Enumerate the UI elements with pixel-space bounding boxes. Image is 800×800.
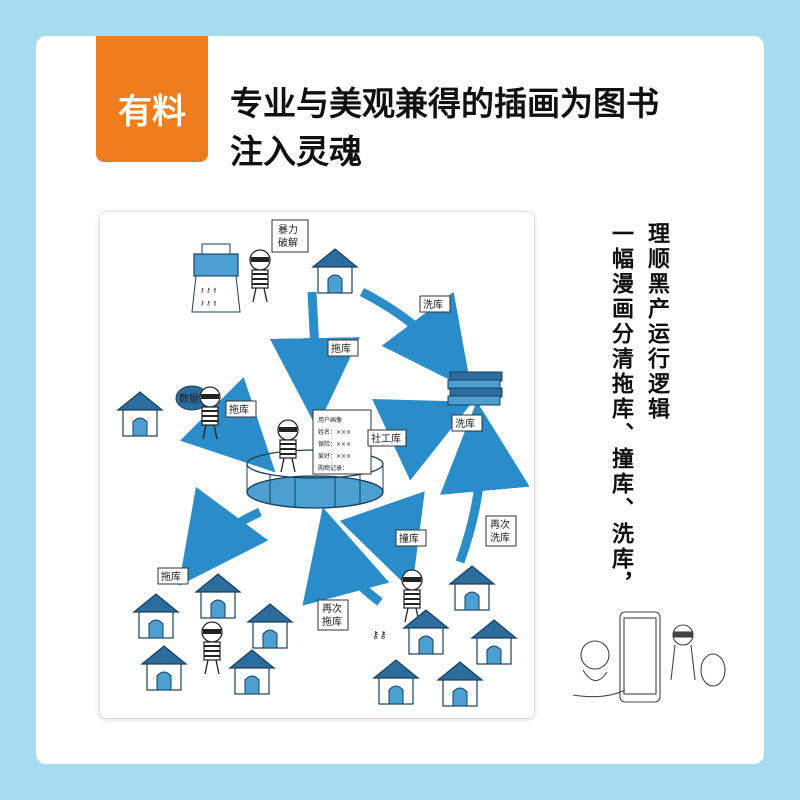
arrow-house-to-wash bbox=[359, 288, 472, 391]
headline-line-2: 注入灵魂 bbox=[230, 132, 362, 171]
category-tag-label: 有料 bbox=[118, 91, 186, 132]
arrow-collide-to-wash bbox=[440, 401, 530, 564]
thief-bottom-left bbox=[201, 621, 223, 675]
label-social-db: 社工库 bbox=[371, 432, 401, 445]
profile-hobby: 爱好：××× bbox=[318, 452, 351, 460]
label-drag-left: 拖库 bbox=[229, 403, 249, 416]
label-wash-right: 洗库 bbox=[455, 417, 475, 430]
washed-data-stack bbox=[447, 371, 503, 406]
label-data-bag: 数据 bbox=[179, 392, 199, 405]
thief-central bbox=[277, 419, 299, 473]
label-collide: 撞库 bbox=[399, 532, 419, 545]
house-top bbox=[312, 248, 358, 294]
svg-text:⚷ ⚷ ⚷: ⚷ ⚷ ⚷ bbox=[200, 300, 217, 307]
house-bl-5 bbox=[229, 649, 275, 695]
profile-name: 姓名：××× bbox=[318, 428, 351, 436]
house-left bbox=[117, 391, 163, 437]
data-flow-illustration: ⚷ ⚷ ⚷ ⚷ ⚷ ⚷ 暴力 破解 拖库 洗库 洗库 数据 bbox=[117, 219, 530, 707]
label-re-drag-1: 再次 bbox=[322, 602, 342, 615]
category-tag: 有料 bbox=[96, 36, 208, 162]
label-brute-force: 暴力 破解 bbox=[271, 219, 309, 253]
profile-insurance: 保险：××× bbox=[318, 440, 351, 448]
house-br-1 bbox=[449, 565, 495, 611]
house-bl-3 bbox=[247, 603, 293, 649]
side-text-column-1: 理顺黑产运行逻辑 bbox=[644, 222, 669, 422]
headline: 专业与美观兼得的插画为图书 注入灵魂 bbox=[230, 80, 750, 176]
keys-icon: ⚷⚷ bbox=[372, 630, 387, 641]
house-br-3 bbox=[471, 619, 517, 665]
sketch-decoration bbox=[572, 611, 726, 703]
profile-purchase: 购物记录： bbox=[318, 464, 348, 472]
thief-collide bbox=[401, 569, 423, 623]
arrow-house-to-server bbox=[269, 291, 360, 428]
house-br-5 bbox=[437, 661, 483, 707]
headline-line-1: 专业与美观兼得的插画为图书 bbox=[230, 84, 659, 123]
side-text-column-2: 一幅漫画分清拖库、撞库、洗库， bbox=[608, 222, 633, 597]
house-bl-1 bbox=[195, 573, 241, 619]
key-printer: ⚷ ⚷ ⚷ ⚷ ⚷ ⚷ bbox=[191, 243, 241, 313]
user-profile-scroll: 用户画像 姓名：××× 保险：××× 爱好：××× 购物记录： bbox=[312, 409, 372, 475]
house-bl-4 bbox=[141, 645, 187, 691]
label-re-drag-2: 拖库 bbox=[322, 615, 342, 628]
house-bl-2 bbox=[133, 593, 179, 639]
label-wash-top: 洗库 bbox=[423, 298, 443, 311]
house-br-4 bbox=[373, 659, 419, 705]
arrow-server-to-bottom-left bbox=[178, 486, 269, 586]
arrow-left-to-server bbox=[179, 376, 276, 473]
label-drag-top: 拖库 bbox=[331, 342, 351, 355]
label-brute-force-2: 破解 bbox=[278, 236, 298, 249]
profile-title: 用户画像 bbox=[318, 416, 342, 424]
label-brute-force-1: 暴力 bbox=[278, 223, 298, 236]
label-re-wash-2: 洗库 bbox=[490, 531, 510, 544]
svg-text:⚷ ⚷ ⚷: ⚷ ⚷ ⚷ bbox=[200, 287, 217, 294]
thief-brute-force bbox=[249, 249, 271, 303]
arrow-collide-to-server bbox=[302, 507, 390, 606]
label-re-wash-1: 再次 bbox=[490, 518, 510, 531]
label-drag-bottom-left: 拖库 bbox=[161, 570, 181, 583]
illustration-panel: ⚷ ⚷ ⚷ ⚷ ⚷ ⚷ 暴力 破解 拖库 洗库 洗库 数据 bbox=[100, 212, 534, 718]
house-br-2 bbox=[403, 609, 449, 655]
social-engineering-db bbox=[246, 449, 384, 509]
